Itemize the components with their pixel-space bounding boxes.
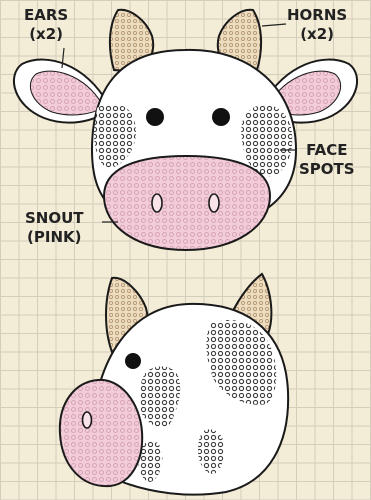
horns-label-line1: HORNS	[287, 6, 347, 25]
front-snout	[104, 156, 270, 250]
snout-label-line2: (PINK)	[25, 228, 84, 247]
left-ear	[14, 60, 108, 123]
ears-label-line2: (x2)	[24, 25, 68, 44]
face-spots-label-line2: SPOTS	[299, 160, 355, 179]
horns-label-line2: (x2)	[287, 25, 347, 44]
side-snout	[60, 380, 142, 486]
front-right-nostril	[209, 194, 219, 212]
face-spots-label-line1: FACE	[299, 141, 355, 160]
ears-label: EARS (x2)	[24, 6, 68, 44]
front-left-nostril	[152, 194, 162, 212]
snout-label-line1: SNOUT	[25, 209, 84, 228]
cow-side-view	[60, 274, 288, 495]
front-left-eye	[146, 108, 164, 126]
face-spots-label: FACE SPOTS	[299, 141, 355, 179]
side-nostril	[83, 412, 92, 428]
ears-label-line1: EARS	[24, 6, 68, 25]
snout-label: SNOUT (PINK)	[25, 209, 84, 247]
side-eye	[125, 353, 141, 369]
front-right-eye	[212, 108, 230, 126]
horns-label: HORNS (x2)	[287, 6, 347, 44]
